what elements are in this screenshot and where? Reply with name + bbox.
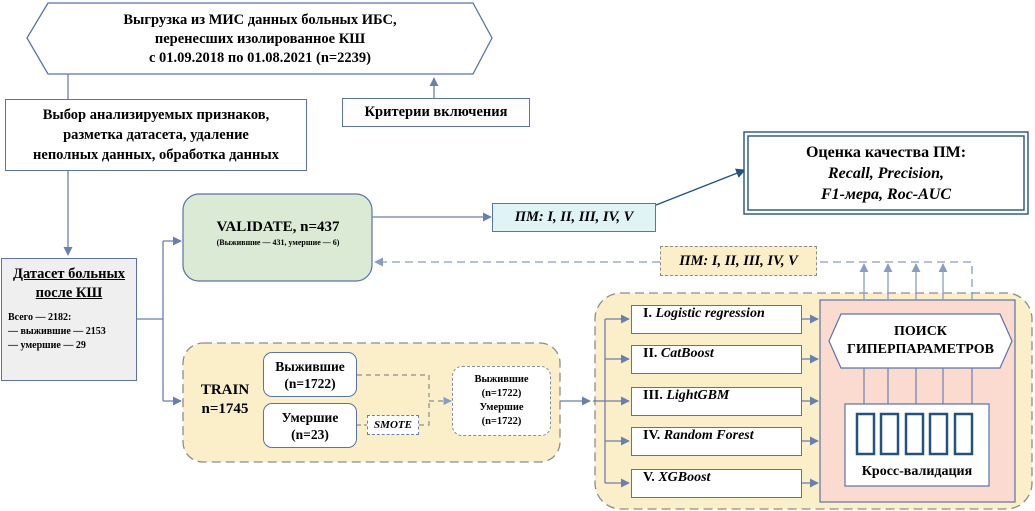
preprocess-line-3: неполных данных, обработка данных <box>33 147 279 163</box>
criteria-box: Критерии включения <box>342 98 530 127</box>
model-4-name: Random Forest <box>663 428 754 443</box>
hyper-hexagon <box>828 313 1013 369</box>
preprocess-line-1: Выбор анализируемых признаков, <box>42 107 270 123</box>
cv-fold-2 <box>879 412 900 456</box>
pm-top-label: ПМ: I, II, III, IV, V <box>514 209 634 225</box>
preprocess-line-2: разметка датасета, удаление <box>63 127 249 143</box>
model-3-name: LightGBM <box>666 388 730 403</box>
source-hexagon <box>26 2 493 75</box>
criteria-label: Критерии включения <box>364 104 508 120</box>
cv-label-wrap: Кросс-валидация <box>846 460 988 484</box>
quality-title: Оценка качества ПМ: <box>805 143 967 161</box>
train-died-label: Умершие <box>281 409 339 425</box>
cv-fold-5 <box>953 412 974 456</box>
balanced-survived-label: Выжившие <box>474 374 529 385</box>
train-survived-label: Выжившие <box>275 358 345 374</box>
model-1-num: I. <box>643 306 652 321</box>
source-line-2: перенесших изолированное КШ <box>154 30 366 47</box>
balanced-box: Выжившие (n=1722) Умершие (n=1722) <box>452 366 551 436</box>
model-4-num: IV. <box>643 428 661 443</box>
model-box-3: III. LightGBM <box>631 387 802 416</box>
validate-title: VALIDATE, n=437 <box>216 218 340 235</box>
model-box-4: IV. Random Forest <box>631 427 802 456</box>
model-5-num: V. <box>643 470 655 485</box>
source-line-1: Выгрузка из МИС данных больных ИБС, <box>123 11 397 28</box>
train-n: n=1745 <box>201 401 249 417</box>
hyper-line-2: ГИПЕРПАРАМЕТРОВ <box>846 342 995 357</box>
train-title: TRAIN <box>200 382 250 398</box>
validate-sub: (Выжившие — 431, умершие — 6) <box>216 237 340 247</box>
model-box-2: II. CatBoost <box>631 345 802 374</box>
pm-mid-label: ПМ: I, II, III, IV, V <box>679 252 798 269</box>
cv-label: Кросс-валидация <box>861 464 973 479</box>
model-box-1: I. Logistic regression <box>631 305 802 334</box>
model-box-5: V. XGBoost <box>631 469 802 498</box>
balanced-survived-n: (n=1722) <box>481 388 522 399</box>
dataset-survived: — выжившие — 2153 <box>8 326 106 337</box>
dataset-total: Всего — 2182: <box>8 312 72 323</box>
train-died-box: Умершие (n=23) <box>263 403 357 448</box>
model-1-name: Logistic regression <box>655 306 765 321</box>
hyper-text: ПОИСК ГИПЕРПАРАМЕТРОВ <box>832 318 1009 364</box>
source-text: Выгрузка из МИС данных больных ИБС, пере… <box>60 7 460 71</box>
dataset-box: Датасет больных после КШ Всего — 2182: —… <box>1 258 137 381</box>
balanced-died-label: Умершие <box>479 402 524 413</box>
validate-box <box>182 193 373 282</box>
pm-top-box: ПМ: I, II, III, IV, V <box>492 203 656 232</box>
dataset-title-1: Датасет больных <box>12 266 126 282</box>
dataset-died: — умершие — 29 <box>8 340 86 351</box>
validate-text: VALIDATE, n=437 (Выжившие — 431, умершие… <box>186 208 370 258</box>
smote-box: SMOTE <box>367 415 419 435</box>
cv-fold-4 <box>928 412 949 456</box>
model-2-num: II. <box>643 346 658 361</box>
train-label: TRAIN n=1745 <box>190 378 260 422</box>
dataset-title-2: после КШ <box>35 285 103 301</box>
train-survived-n: (n=1722) <box>284 375 336 391</box>
balanced-died-n: (n=1722) <box>481 416 522 427</box>
quality-text: Оценка качества ПМ: Recall, Precision, F… <box>750 138 1022 208</box>
cv-fold-1 <box>855 412 876 456</box>
hyper-line-1: ПОИСК <box>894 324 947 339</box>
smote-label: SMOTE <box>374 419 412 431</box>
pm-mid-box: ПМ: I, II, III, IV, V <box>660 246 817 276</box>
train-died-n: (n=23) <box>291 426 329 442</box>
quality-line-2: Recall, Precision, <box>828 164 944 182</box>
model-5-name: XGBoost <box>658 470 711 485</box>
model-2-name: CatBoost <box>660 346 714 361</box>
quality-line-3: F1-мера, Roc-AUC <box>820 185 952 203</box>
train-survived-box: Выжившие (n=1722) <box>263 352 357 397</box>
cv-fold-3 <box>904 412 925 456</box>
source-line-3: с 01.09.2018 по 01.08.2021 (n=2239) <box>148 49 372 66</box>
quality-box <box>743 131 1029 215</box>
model-3-num: III. <box>643 388 663 403</box>
preprocess-box: Выбор анализируемых признаков, разметка … <box>5 99 307 171</box>
